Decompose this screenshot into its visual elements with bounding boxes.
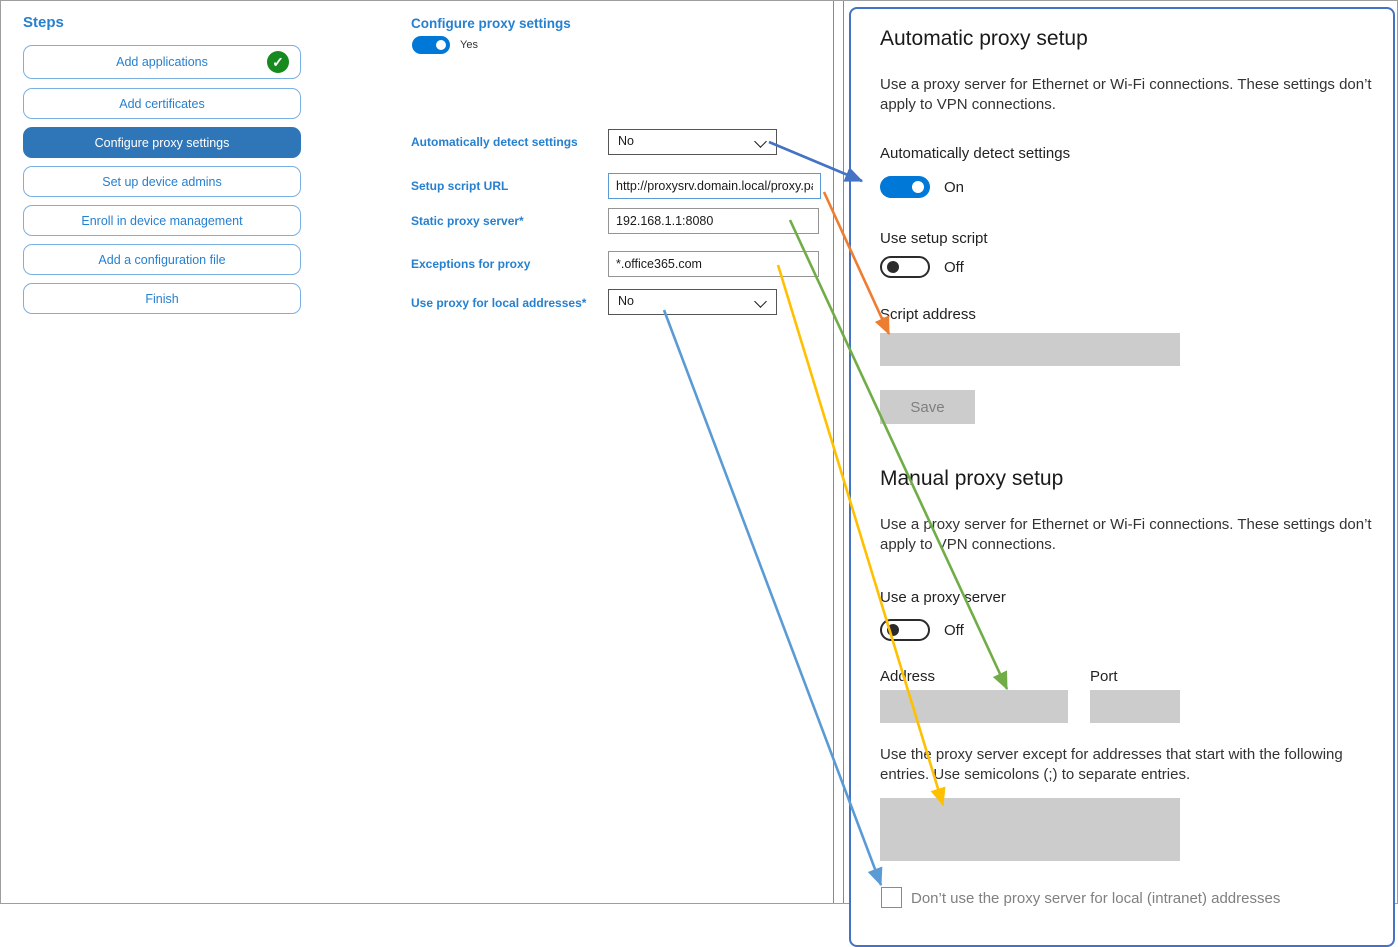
sidebar-item-add-a-configuration-file[interactable]: Add a configuration file: [23, 244, 301, 275]
select-value: No: [618, 294, 634, 308]
configure-proxy-toggle[interactable]: [412, 36, 450, 54]
step-label: Finish: [145, 291, 179, 306]
manual-proxy-setup-heading: Manual proxy setup: [880, 467, 1064, 490]
step-label: Enroll in device management: [81, 213, 243, 228]
step-label: Configure proxy settings: [94, 135, 230, 150]
setup-script-url-input[interactable]: [608, 173, 821, 199]
detect-settings-toggle[interactable]: [880, 176, 930, 198]
chevron-down-icon: [754, 295, 767, 308]
proxy-port-input[interactable]: [1090, 690, 1180, 723]
field-label-automatically-detect-settings: Automatically detect settings: [411, 135, 578, 149]
step-label: Add applications: [116, 55, 208, 69]
sidebar-item-configure-proxy-settings[interactable]: Configure proxy settings: [23, 127, 301, 158]
use-proxy-server-label: Use a proxy server: [880, 589, 1006, 606]
field-label-static-proxy-server: Static proxy server*: [411, 214, 524, 228]
exceptions-for-proxy-input[interactable]: [608, 251, 819, 277]
automatically-detect-settings-select[interactable]: No: [608, 129, 777, 155]
step-label: Add a configuration file: [98, 252, 226, 267]
page-title: Configure proxy settings: [411, 16, 571, 31]
static-proxy-server-input[interactable]: [608, 208, 819, 234]
detect-settings-label: Automatically detect settings: [880, 145, 1071, 162]
windows-proxy-settings-panel: Automatic proxy setup Use a proxy server…: [849, 7, 1395, 947]
steps-title: Steps: [23, 14, 64, 31]
completed-check-icon: ✓: [267, 51, 289, 73]
script-address-label: Script address: [880, 306, 976, 323]
sidebar-item-finish[interactable]: Finish: [23, 283, 301, 314]
use-proxy-for-local-addresses-select[interactable]: No: [608, 289, 777, 315]
proxy-exceptions-textarea[interactable]: [880, 798, 1180, 861]
local-addresses-checkbox-label: Don’t use the proxy server for local (in…: [911, 890, 1281, 907]
address-label: Address: [880, 668, 936, 685]
step-label: Add certificates: [119, 96, 205, 111]
configure-proxy-toggle-state: Yes: [460, 39, 478, 51]
proxy-address-input[interactable]: [880, 690, 1068, 723]
use-proxy-server-toggle-state: Off: [944, 622, 964, 639]
detect-settings-toggle-state: On: [944, 179, 965, 196]
automatic-proxy-setup-heading: Automatic proxy setup: [880, 27, 1088, 50]
use-setup-script-label: Use setup script: [880, 230, 988, 247]
sidebar-item-add-certificates[interactable]: Add certificates: [23, 88, 301, 119]
port-label: Port: [1090, 668, 1118, 685]
manual-proxy-description: Use a proxy server for Ethernet or Wi-Fi…: [880, 516, 1372, 553]
divider: [833, 1, 834, 903]
chevron-down-icon: [754, 135, 767, 148]
use-proxy-server-toggle[interactable]: [880, 619, 930, 641]
sidebar-item-add-applications[interactable]: Add applications ✓: [23, 45, 301, 79]
divider: [843, 1, 844, 903]
sidebar-item-enroll-in-device-management[interactable]: Enroll in device management: [23, 205, 301, 236]
automatic-proxy-description: Use a proxy server for Ethernet or Wi-Fi…: [880, 76, 1372, 113]
sidebar-item-set-up-device-admins[interactable]: Set up device admins: [23, 166, 301, 197]
select-value: No: [618, 134, 634, 148]
step-label: Set up device admins: [102, 174, 222, 189]
local-addresses-checkbox[interactable]: [881, 887, 902, 908]
field-label-setup-script-url: Setup script URL: [411, 179, 509, 193]
field-label-use-proxy-for-local-addresses: Use proxy for local addresses*: [411, 296, 587, 310]
save-button[interactable]: Save: [880, 390, 975, 424]
use-setup-script-toggle[interactable]: [880, 256, 930, 278]
script-address-input[interactable]: [880, 333, 1180, 366]
use-setup-script-toggle-state: Off: [944, 259, 964, 276]
proxy-exceptions-help: Use the proxy server except for addresse…: [880, 746, 1343, 783]
field-label-exceptions-for-proxy: Exceptions for proxy: [411, 257, 531, 271]
